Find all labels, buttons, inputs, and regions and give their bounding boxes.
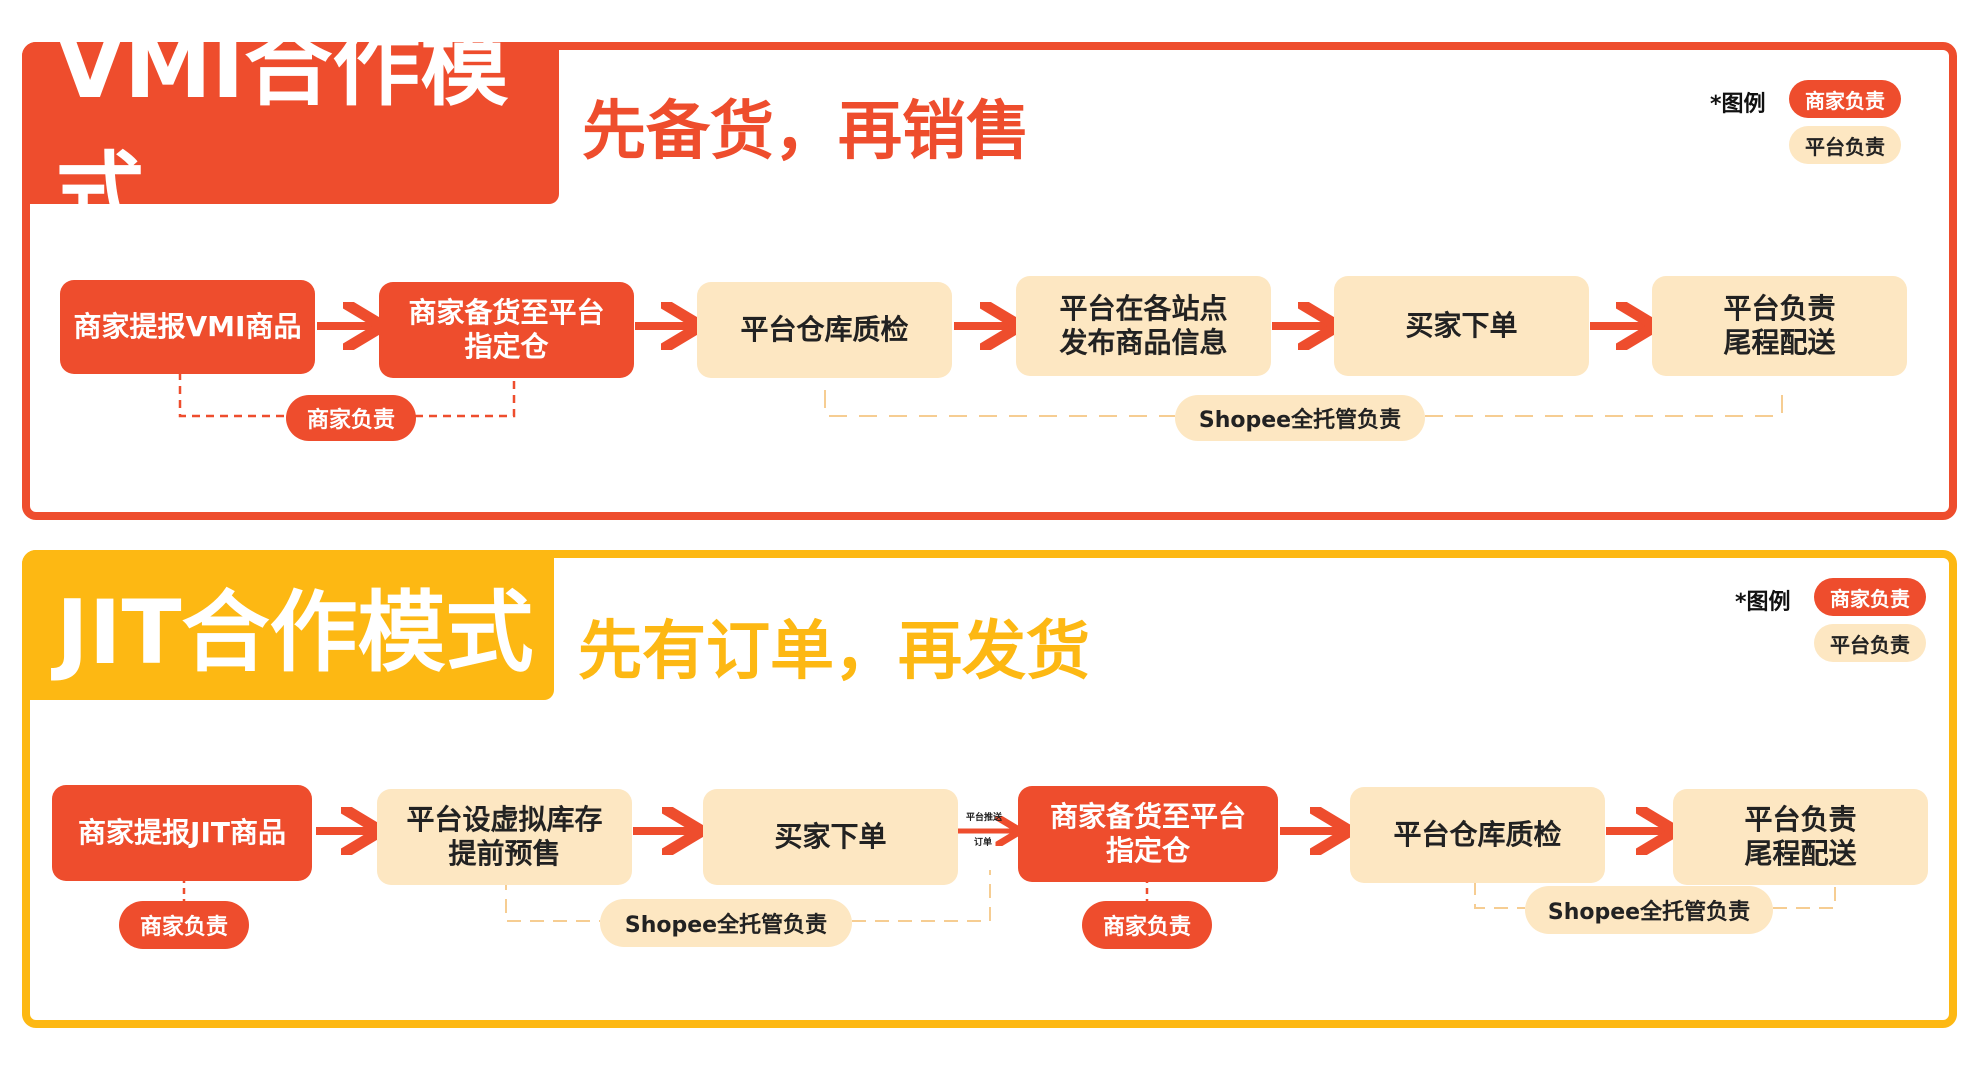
- vmi-step-quality-check: 平台仓库质检: [697, 282, 952, 378]
- jit-panel: JIT合作模式 先有订单，再发货 *图例 商家负责 平台负责 商家提报JIT商品…: [22, 550, 1957, 1028]
- jit-legend-platform: 平台负责: [1814, 624, 1926, 662]
- jit-shopee-badge-1: Shopee全托管负责: [600, 899, 852, 947]
- vmi-step-stock-warehouse: 商家备货至平台 指定仓: [379, 282, 634, 378]
- jit-push-order-label-2: 订单: [974, 838, 993, 848]
- jit-merchant-badge-1: 商家负责: [119, 901, 249, 949]
- jit-push-order-label-1: 平台推送: [966, 813, 1003, 823]
- jit-merchant-badge-2: 商家负责: [1082, 901, 1212, 949]
- vmi-legend-platform: 平台负责: [1789, 126, 1901, 164]
- jit-title: JIT合作模式: [22, 550, 554, 700]
- vmi-shopee-badge: Shopee全托管负责: [1175, 395, 1425, 441]
- vmi-subtitle: 先备货，再销售: [582, 95, 1030, 169]
- vmi-merchant-badge: 商家负责: [286, 395, 416, 441]
- jit-legend-merchant: 商家负责: [1814, 578, 1926, 616]
- vmi-legend-merchant: 商家负责: [1789, 80, 1901, 118]
- vmi-step-last-mile: 平台负责 尾程配送: [1652, 276, 1907, 376]
- jit-shopee-badge-2: Shopee全托管负责: [1525, 886, 1773, 934]
- jit-step-last-mile: 平台负责 尾程配送: [1673, 789, 1928, 885]
- jit-step-quality-check: 平台仓库质检: [1350, 787, 1605, 883]
- vmi-step-submit-product: 商家提报VMI商品: [60, 280, 315, 374]
- vmi-panel: VMI合作模式 先备货，再销售 *图例 商家负责 平台负责 商家提报VMI商品 …: [22, 15, 1957, 520]
- jit-step-submit-product: 商家提报JIT商品: [52, 785, 312, 881]
- vmi-legend-label: *图例: [1710, 92, 1766, 117]
- jit-legend-label: *图例: [1735, 590, 1791, 615]
- jit-step-stock-warehouse: 商家备货至平台 指定仓: [1018, 786, 1278, 882]
- jit-step-virtual-stock: 平台设虚拟库存 提前预售: [377, 789, 632, 885]
- vmi-step-buyer-order: 买家下单: [1334, 276, 1589, 376]
- vmi-step-publish-listing: 平台在各站点 发布商品信息: [1016, 276, 1271, 376]
- jit-subtitle: 先有订单，再发货: [578, 615, 1090, 689]
- jit-step-buyer-order: 买家下单: [703, 789, 958, 885]
- vmi-title: VMI合作模式: [22, 15, 559, 245]
